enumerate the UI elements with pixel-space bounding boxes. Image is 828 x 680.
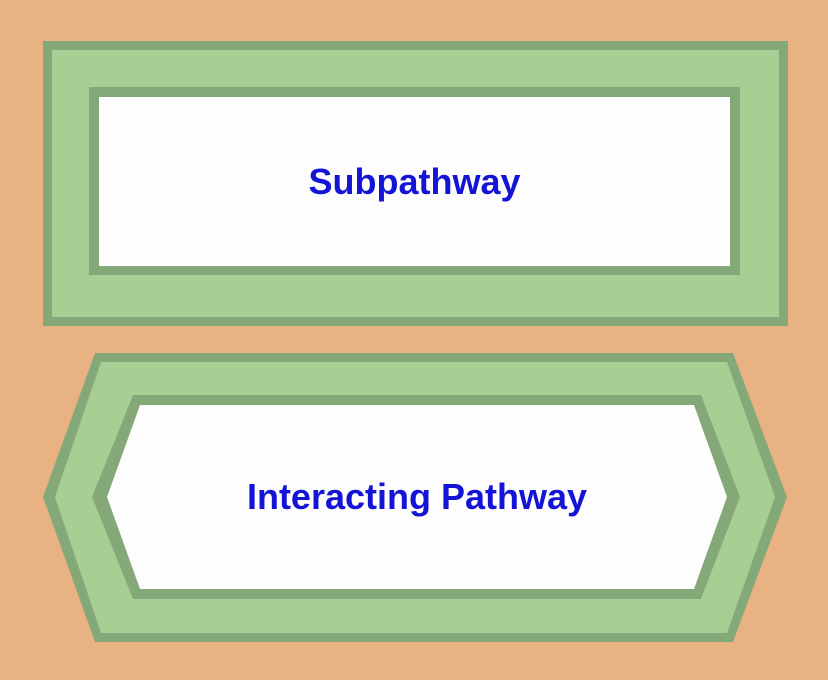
subpathway-inner-fill (99, 97, 730, 266)
interacting-pathway-inner-fill (107, 405, 727, 589)
interacting-pathway-node[interactable] (43, 353, 787, 642)
subpathway-node[interactable] (43, 41, 788, 326)
